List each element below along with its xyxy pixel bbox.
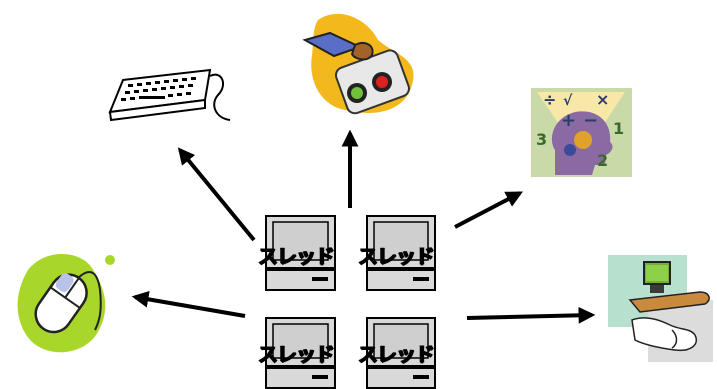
arrow-to-network: [466, 306, 596, 324]
arrow-to-math: [454, 191, 523, 229]
mouse-icon: [17, 254, 115, 353]
computer-icon: [366, 317, 436, 389]
thread-label: スレッド: [358, 244, 435, 268]
arrow-to-keyboard: [177, 147, 256, 242]
computer-icon: [366, 215, 436, 291]
thread-label: スレッド: [258, 342, 335, 366]
math-head-icon: ÷ √ × + − 1 3 2: [531, 88, 632, 177]
computer-icon: [265, 317, 336, 389]
svg-text:1: 1: [613, 119, 624, 138]
svg-text:3: 3: [536, 130, 547, 149]
svg-text:×: ×: [596, 90, 609, 109]
thread-computers: [265, 215, 436, 389]
svg-text:÷: ÷: [543, 90, 556, 109]
paint-palette-icon: [302, 13, 414, 115]
keyboard-icon: [108, 68, 231, 122]
thread-label: スレッド: [358, 342, 435, 366]
arrow-to-mouse: [131, 291, 246, 318]
svg-text:−: −: [583, 110, 598, 131]
arrows: [131, 129, 596, 324]
svg-text:+: +: [561, 110, 576, 131]
thread-label: スレッド: [258, 244, 335, 268]
svg-text:2: 2: [597, 151, 608, 170]
hand-monitor-icon: [608, 255, 713, 362]
svg-text:√: √: [563, 93, 573, 109]
computer-icon: [265, 215, 336, 291]
